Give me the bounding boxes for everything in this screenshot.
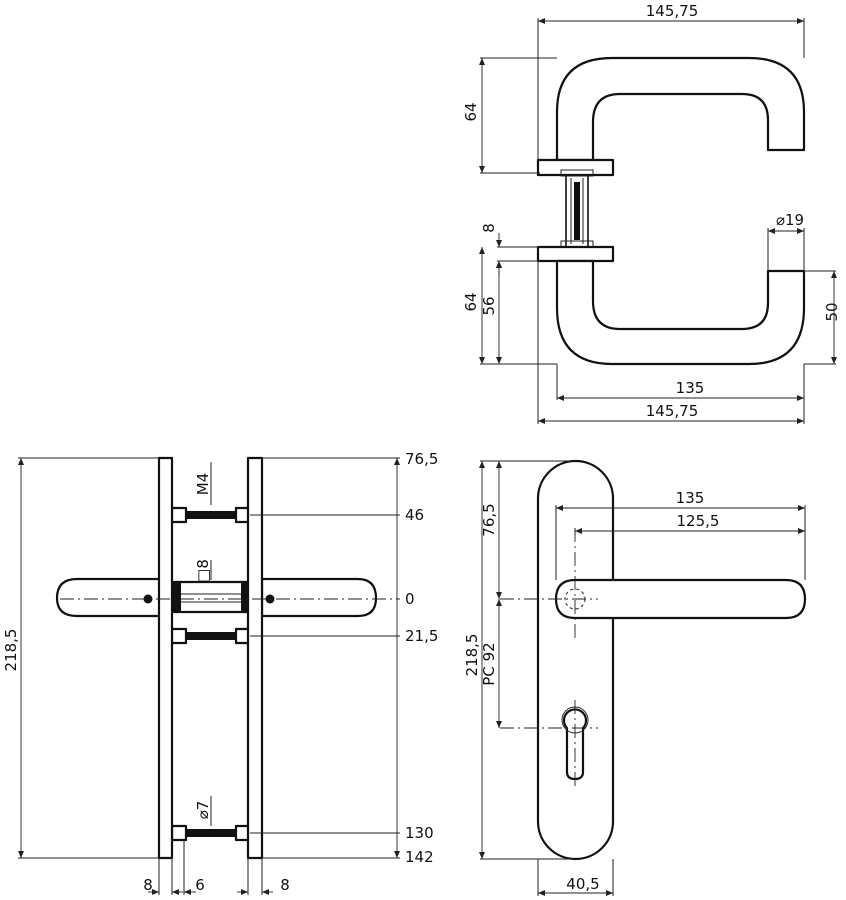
level-upper-bolt: 46 bbox=[405, 506, 424, 524]
lower-rose bbox=[536, 245, 615, 263]
dim-lever-inner: 125,5 bbox=[677, 512, 720, 530]
label-bolt-diameter: ⌀7 bbox=[194, 801, 212, 820]
cylinder-keyhole bbox=[562, 708, 588, 781]
dim-pc: PC 92 bbox=[480, 642, 498, 685]
right-plate bbox=[246, 456, 264, 860]
right-lever bbox=[260, 577, 378, 618]
level-bottom: 142 bbox=[405, 848, 434, 866]
spindle-square bbox=[170, 580, 252, 614]
dim-plate-right: 8 bbox=[280, 876, 290, 894]
upper-handle bbox=[555, 56, 806, 162]
top-bolt bbox=[170, 506, 252, 524]
dim-plate-width: 40,5 bbox=[566, 875, 599, 893]
level-top: 76,5 bbox=[405, 450, 438, 468]
upper-rose bbox=[536, 158, 615, 177]
dim-plate-length: 218,5 bbox=[463, 634, 481, 677]
middle-bolt bbox=[170, 627, 252, 645]
side-view: 218,5 76,5 46 0 21,5 130 142 M4 □8 ⌀7 8 … bbox=[2, 450, 438, 895]
dim-lever-length: 135 bbox=[676, 489, 705, 507]
backplate bbox=[536, 459, 615, 861]
front-lever bbox=[554, 578, 807, 620]
dim-plate-left: 8 bbox=[143, 876, 153, 894]
dim-side-total-length: 218,5 bbox=[2, 629, 20, 672]
dim-inner-height: 56 bbox=[480, 296, 498, 315]
level-zero: 0 bbox=[405, 590, 415, 608]
left-lever bbox=[55, 577, 162, 618]
dim-top-handle-height: 64 bbox=[462, 102, 480, 121]
dim-gap: 6 bbox=[195, 876, 205, 894]
dim-projection: 135 bbox=[676, 379, 705, 397]
dim-bottom-handle-height: 64 bbox=[462, 292, 480, 311]
level-lower-bolt: 130 bbox=[405, 824, 434, 842]
dim-rose-thickness: 8 bbox=[480, 223, 498, 233]
dim-front-top-offset: 76,5 bbox=[480, 503, 498, 536]
label-thread: M4 bbox=[194, 473, 212, 496]
top-view: 145,75 64 8 ⌀19 64 56 50 135 145,75 bbox=[462, 2, 841, 424]
dim-bar-diameter: ⌀19 bbox=[776, 211, 804, 229]
lower-handle bbox=[555, 259, 806, 366]
dim-grip-height: 50 bbox=[823, 302, 841, 321]
left-plate bbox=[157, 456, 174, 860]
bottom-bolt bbox=[170, 824, 252, 842]
front-view: 76,5 135 125,5 218,5 PC 92 40,5 bbox=[463, 459, 807, 896]
dim-bottom-width: 145,75 bbox=[646, 402, 699, 420]
label-square-spindle: □8 bbox=[194, 559, 212, 583]
level-middle-bolt: 21,5 bbox=[405, 627, 438, 645]
dim-top-width: 145,75 bbox=[646, 2, 699, 20]
spindle-core bbox=[574, 182, 580, 240]
